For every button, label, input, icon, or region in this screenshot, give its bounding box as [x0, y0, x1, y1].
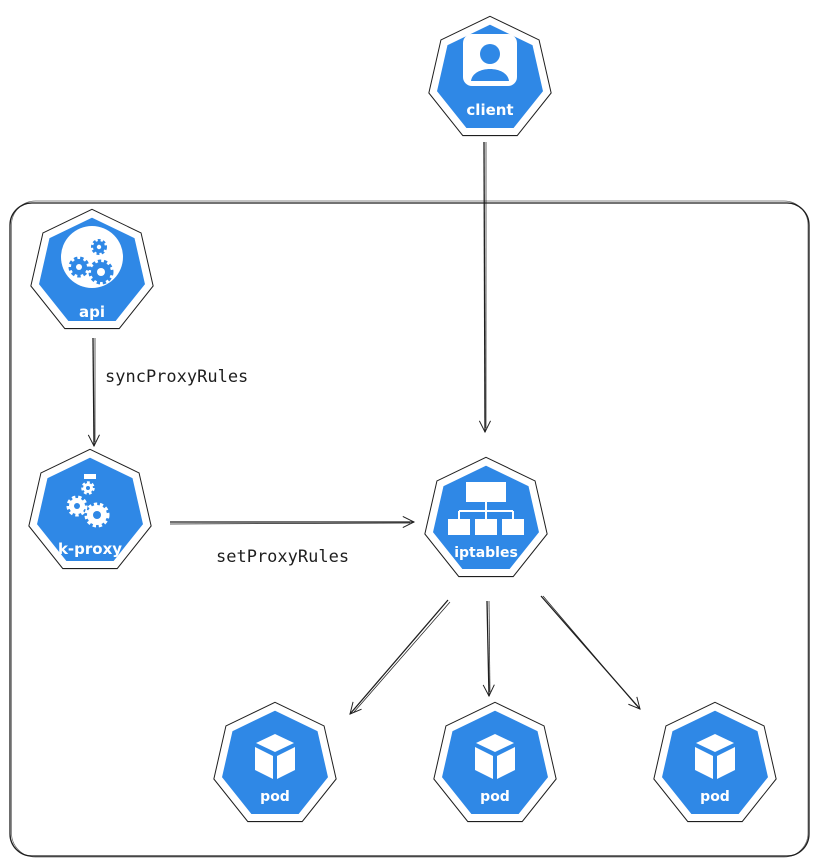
- node-label-pod-3: pod: [700, 789, 730, 805]
- user-icon: [463, 34, 517, 86]
- node-label-pod-1: pod: [260, 789, 290, 805]
- cube-icon: [255, 734, 295, 779]
- gears-icon: [61, 226, 123, 288]
- cluster-boundary: [9, 202, 810, 857]
- node-label-pod-2: pod: [480, 789, 510, 805]
- node-api[interactable]: api: [30, 208, 154, 330]
- node-pod-1[interactable]: pod: [213, 701, 337, 823]
- edge-kproxy-to-iptables-sketch: [169, 522, 411, 525]
- cube-icon: [695, 734, 735, 779]
- node-iptables[interactable]: iptables: [424, 456, 548, 578]
- edge-iptables-to-pod1-sketch: [353, 601, 451, 713]
- cube-icon: [475, 734, 515, 779]
- gears-icon: [66, 474, 110, 528]
- edge-api-to-kproxy: [87, 337, 100, 448]
- edge-label-sync: syncProxyRules: [105, 367, 248, 387]
- node-label-api: api: [79, 303, 105, 321]
- edge-iptables-to-pod2: [482, 600, 495, 698]
- edge-iptables-to-pod1: [349, 599, 449, 715]
- node-pod-3[interactable]: pod: [653, 701, 777, 823]
- network-tree-icon: [448, 482, 524, 535]
- node-label-iptables: iptables: [454, 545, 518, 561]
- edge-client-to-iptables: [478, 141, 492, 434]
- edge-iptables-to-pod3-sketch: [542, 595, 637, 706]
- cluster-boundary-sketch: [11, 200, 809, 858]
- node-pod-2[interactable]: pod: [433, 701, 557, 823]
- node-label-client: client: [466, 101, 513, 119]
- node-label-kproxy: k-proxy: [58, 540, 122, 558]
- node-kproxy[interactable]: k-proxy: [28, 448, 152, 570]
- node-client[interactable]: client: [428, 15, 552, 137]
- edge-iptables-to-pod2-sketch: [488, 600, 491, 693]
- edge-label-set: setProxyRules: [216, 547, 349, 567]
- edges: [87, 141, 641, 715]
